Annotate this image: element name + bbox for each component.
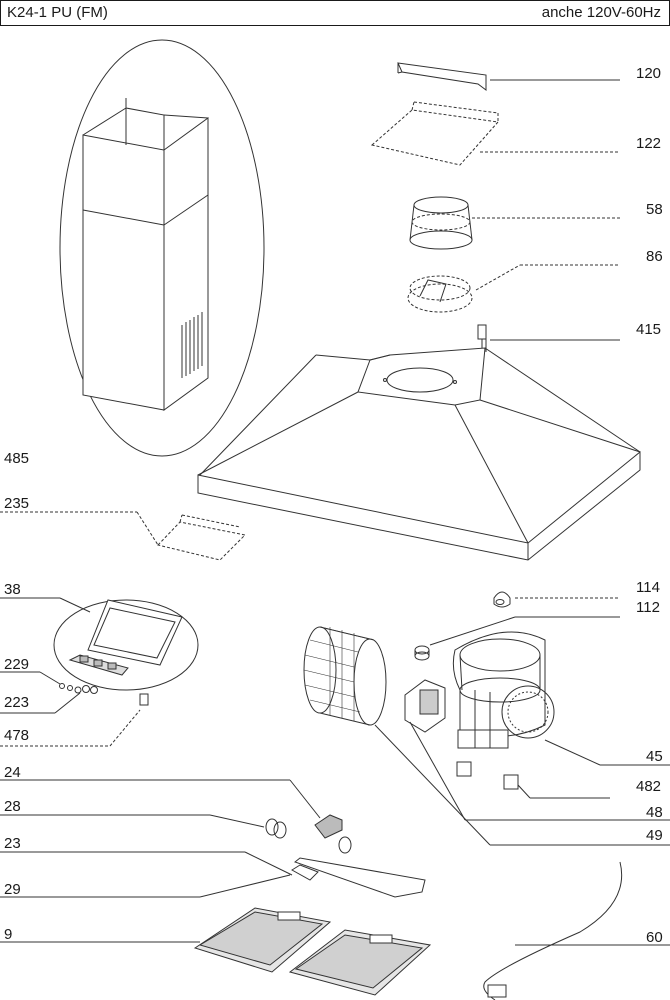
fan-wheel-part	[303, 626, 670, 846]
knob-part	[0, 814, 352, 854]
switch-part	[0, 779, 343, 839]
terminal-part	[456, 761, 610, 799]
mounting-plate-part	[370, 101, 620, 166]
bracket-part	[397, 62, 620, 91]
collar-part	[409, 196, 620, 250]
label-9: 9	[4, 926, 13, 943]
voltage-note: anche 120V-60Hz	[541, 4, 661, 21]
hood-body	[197, 347, 641, 561]
label-23: 23	[4, 835, 21, 852]
label-60: 60	[646, 929, 663, 946]
rail-part	[0, 857, 426, 898]
header-bar: K24-1 PU (FM) anche 120V-60Hz	[0, 0, 670, 26]
capacitor-part	[404, 679, 670, 821]
label-478: 478	[4, 727, 30, 744]
label-229: 229	[4, 656, 30, 673]
connector-part	[477, 324, 620, 355]
label-29: 29	[4, 881, 21, 898]
label-223: 223	[4, 694, 30, 711]
label-120: 120	[636, 65, 662, 82]
label-38: 38	[4, 581, 21, 598]
bulbs-part	[0, 671, 98, 714]
clip-part	[0, 693, 149, 747]
chimney-part	[59, 39, 265, 457]
model-title: K24-1 PU (FM)	[7, 4, 108, 21]
label-24: 24	[4, 764, 21, 781]
label-122: 122	[636, 135, 662, 152]
label-45: 45	[646, 748, 663, 765]
label-49: 49	[646, 827, 663, 844]
label-112: 112	[636, 599, 660, 616]
clamp-part	[493, 591, 620, 608]
label-86: 86	[646, 248, 663, 265]
label-114: 114	[636, 579, 660, 596]
knob-sleeve-part	[0, 851, 319, 881]
label-235: 235	[4, 495, 30, 512]
label-485: 485	[4, 450, 30, 467]
motor-part	[452, 631, 670, 766]
grease-filter-part	[0, 907, 432, 996]
control-board-part	[0, 511, 247, 561]
label-415: 415	[636, 321, 662, 338]
light-housing-part	[0, 597, 199, 691]
power-cable-part	[483, 861, 670, 1000]
grommet-part	[414, 616, 620, 661]
label-482: 482	[636, 778, 662, 795]
label-48: 48	[646, 804, 663, 821]
label-28: 28	[4, 798, 21, 815]
label-58: 58	[646, 201, 663, 218]
valve-part	[407, 264, 620, 313]
